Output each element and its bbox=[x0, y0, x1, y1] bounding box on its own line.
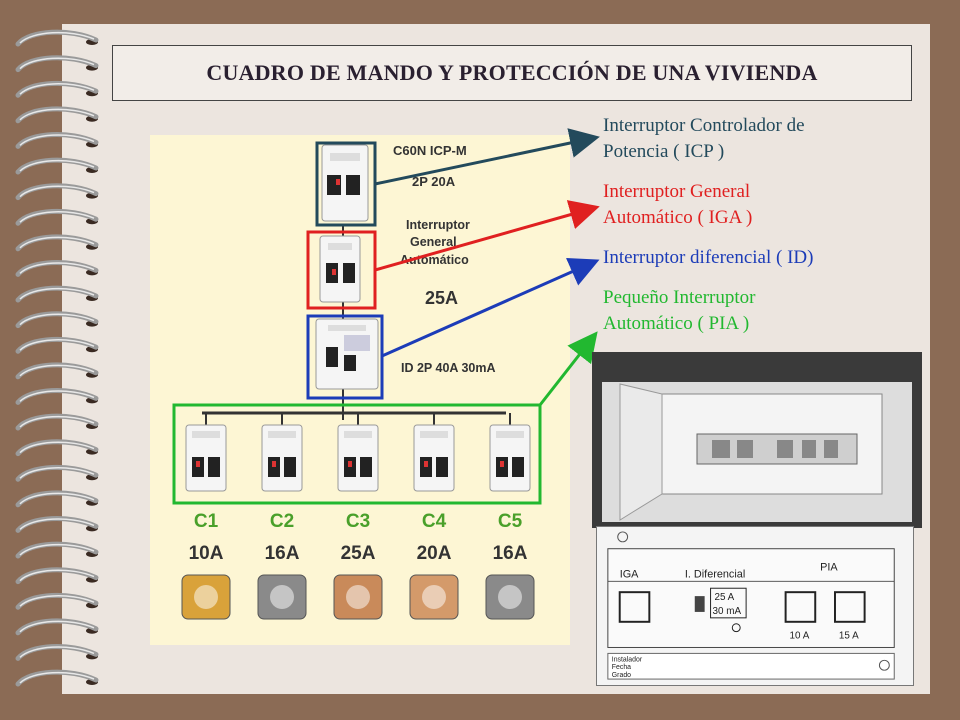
circuit-amps: 10A bbox=[189, 543, 224, 564]
legend-pia-line2: Automático ( PIA ) bbox=[603, 313, 750, 334]
iga-breaker bbox=[319, 235, 361, 303]
legend-icp-line1: Interruptor Controlador de bbox=[603, 115, 805, 136]
spiral-ring bbox=[15, 80, 99, 98]
spiral-ring bbox=[15, 132, 99, 149]
title-box: CUADRO DE MANDO Y PROTECCIÓN DE UNA VIVI… bbox=[112, 45, 912, 101]
iga-label-line3: Automático bbox=[400, 253, 469, 267]
pia-breaker bbox=[337, 424, 379, 492]
legend-id-line1: Interruptor diferencial ( ID) bbox=[603, 247, 814, 268]
spiral-ring bbox=[15, 541, 99, 559]
circuit-load-icon bbox=[333, 574, 383, 620]
spiral-ring bbox=[15, 644, 99, 661]
spiral-ring bbox=[15, 362, 99, 380]
spiral-ring bbox=[15, 490, 99, 508]
id-label: ID 2P 40A 30mA bbox=[401, 361, 496, 375]
spiral-ring bbox=[15, 413, 99, 431]
spiral-ring bbox=[15, 29, 99, 47]
legend-pia-line1: Pequeño Interruptor bbox=[603, 287, 756, 308]
page-title: CUADRO DE MANDO Y PROTECCIÓN DE UNA VIVI… bbox=[206, 60, 818, 85]
scheme-pia-switch-2 bbox=[834, 591, 866, 623]
scheme-pia-switch-1 bbox=[784, 591, 817, 623]
breaker-diagram: C60N ICP-M 2P 20A Interruptor General Au… bbox=[150, 135, 570, 645]
circuit-load-icon bbox=[257, 574, 307, 620]
spiral-ring bbox=[15, 183, 99, 201]
scheme-test-button bbox=[731, 623, 741, 633]
scheme-diff-rating-2: 30 mA bbox=[713, 606, 742, 617]
circuit-amps: 16A bbox=[265, 543, 300, 564]
scheme-diferencial-label: I. Diferencial bbox=[685, 568, 745, 580]
spiral-ring bbox=[15, 234, 99, 252]
scheme-diff-rating-1: 25 A bbox=[715, 592, 735, 603]
panel-photo bbox=[592, 352, 922, 528]
spiral-ring bbox=[15, 567, 99, 585]
spiral-ring bbox=[15, 669, 99, 687]
pia-breaker bbox=[261, 424, 303, 492]
scheme-diff-switch bbox=[694, 596, 705, 612]
spiral-ring bbox=[15, 260, 99, 277]
circuit-name: C2 bbox=[270, 511, 294, 532]
scheme-diff-rating-box bbox=[710, 587, 747, 619]
scheme-screw-top bbox=[617, 531, 629, 543]
legend-pia: Pequeño Interruptor Automático ( PIA ) bbox=[603, 285, 903, 337]
legend-id: Interruptor diferencial ( ID) bbox=[603, 245, 903, 271]
spiral-ring bbox=[15, 208, 99, 226]
icp-label-line2: 2P 20A bbox=[412, 174, 456, 189]
id-breaker bbox=[315, 318, 379, 390]
legend-iga: Interruptor General Automático ( IGA ) bbox=[603, 179, 903, 231]
scheme-pia-rating-2: 15 A bbox=[839, 631, 859, 642]
pia-breaker bbox=[489, 424, 531, 492]
scheme-pia-rating-1: 10 A bbox=[790, 631, 810, 642]
circuit-amps: 20A bbox=[417, 543, 452, 564]
panel-schematic: IGA I. Diferencial PIA 25 A 30 mA 10 A 1… bbox=[596, 526, 914, 686]
spiral-ring bbox=[15, 55, 99, 73]
scheme-screw-bottom bbox=[878, 659, 890, 671]
spiral-ring bbox=[15, 157, 99, 175]
legend-iga-line2: Automático ( IGA ) bbox=[603, 207, 753, 228]
iga-rating: 25A bbox=[425, 288, 458, 308]
scheme-pia-label: PIA bbox=[820, 561, 838, 573]
spiral-ring bbox=[15, 336, 99, 354]
circuit-amps: 25A bbox=[341, 543, 376, 564]
circuit-name: C5 bbox=[498, 511, 523, 532]
spiral-ring bbox=[15, 285, 99, 303]
legend-iga-line1: Interruptor General bbox=[603, 181, 751, 202]
spiral-ring bbox=[15, 388, 99, 405]
iga-label-line1: Interruptor bbox=[406, 218, 470, 232]
spiral-ring bbox=[15, 311, 99, 329]
spiral-ring bbox=[15, 592, 99, 610]
iga-label-line2: General bbox=[410, 235, 457, 249]
circuit-name: C3 bbox=[346, 511, 370, 532]
icp-label-line1: C60N ICP-M bbox=[393, 143, 467, 158]
circuit-amps: 16A bbox=[493, 543, 528, 564]
legend-icp: Interruptor Controlador de Potencia ( IC… bbox=[603, 113, 903, 165]
spiral-binding bbox=[15, 29, 99, 687]
icp-breaker bbox=[321, 144, 369, 222]
spiral-ring bbox=[15, 516, 99, 533]
scheme-iga-label: IGA bbox=[620, 568, 639, 580]
scheme-footer-3: Grado bbox=[612, 672, 631, 679]
circuit-load-icon bbox=[485, 574, 535, 620]
scheme-footer-1: Instalador bbox=[612, 656, 643, 663]
scheme-iga-switch bbox=[618, 591, 651, 623]
circuit-group: C1 10A C2 16A C3 25A C4 20A C5 16A bbox=[181, 413, 535, 620]
circuit-load-icon bbox=[409, 574, 459, 620]
scheme-footer-2: Fecha bbox=[612, 664, 631, 671]
circuit-name: C1 bbox=[194, 511, 219, 532]
pia-breaker bbox=[185, 424, 227, 492]
spiral-ring bbox=[15, 618, 99, 636]
spiral-ring bbox=[15, 439, 99, 457]
pia-breaker bbox=[413, 424, 455, 492]
circuit-name: C4 bbox=[422, 511, 447, 532]
legend-icp-line2: Potencia ( ICP ) bbox=[603, 141, 725, 162]
spiral-ring bbox=[15, 106, 99, 124]
spiral-ring bbox=[15, 464, 99, 482]
circuit-load-icon bbox=[181, 574, 231, 620]
